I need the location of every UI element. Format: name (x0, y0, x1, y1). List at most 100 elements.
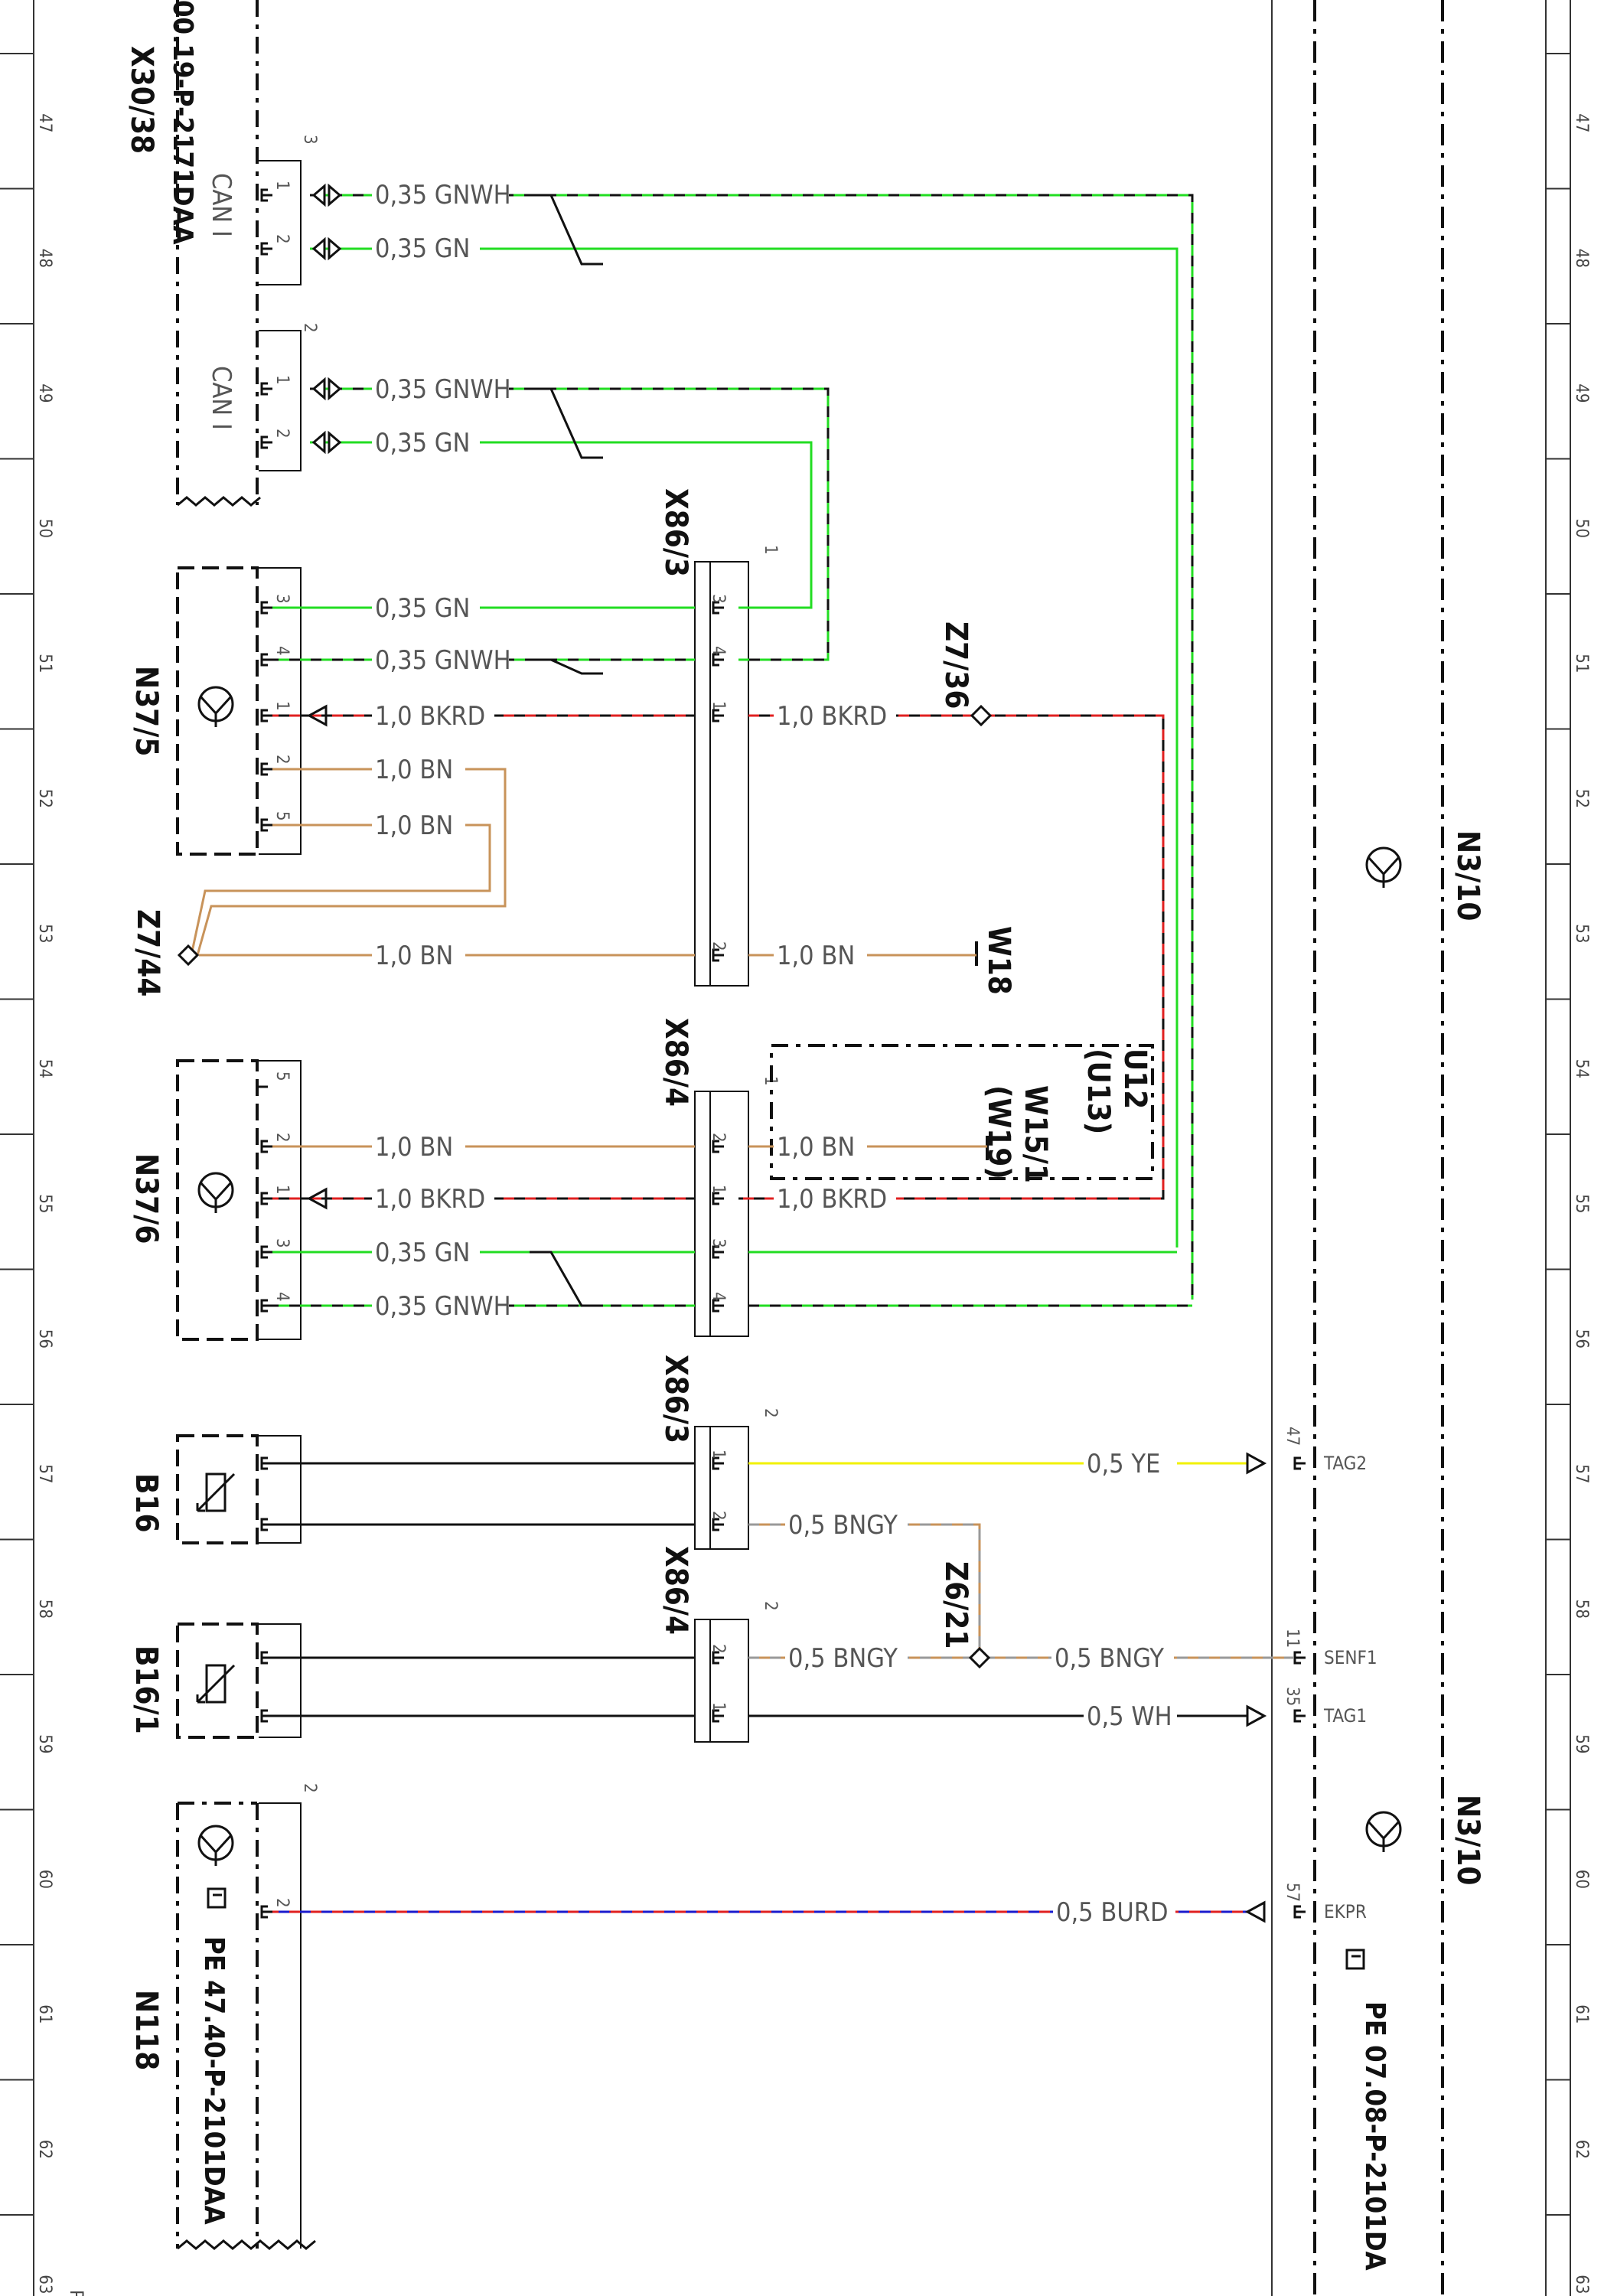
n118-group-number: 2 (300, 1783, 319, 1793)
grid-column-label: 60 (1572, 1870, 1591, 1889)
n37-6-symbol-icon (197, 1172, 234, 1215)
pin-marker (260, 435, 274, 449)
x30-38-group-2-bus: CAN I (206, 366, 236, 430)
grid-frame (33, 0, 1571, 2296)
output-arrow-icon (1246, 1452, 1267, 1475)
n37-5-block (176, 566, 302, 856)
wire-n37-5-bn-2 (190, 823, 491, 956)
grid-column-label: 47 (1572, 113, 1591, 132)
grid-column-label: 63 (1572, 2275, 1591, 2294)
bidirectional-arrow-icon (311, 183, 342, 207)
wire-label-can-a-high: 0,35 GNWH (375, 180, 511, 210)
pin-marker (1293, 1456, 1307, 1470)
wire-label-can-a-low: 0,35 GN (375, 233, 470, 264)
grid-column-label: 57 (35, 1464, 54, 1483)
grid-column-label: 58 (35, 1600, 54, 1619)
grid-column-label: 49 (1572, 383, 1591, 403)
grid-column-label: 47 (35, 113, 54, 132)
wire-label-bg (372, 1185, 494, 1214)
pin-marker (712, 1245, 725, 1259)
pin-label: 1 (709, 1702, 728, 1712)
grid-column-label: 59 (35, 1734, 54, 1753)
pin-marker (712, 709, 725, 722)
input-arrow-icon (306, 1187, 328, 1210)
n3-10-top-label: N3/10 (1450, 830, 1485, 921)
x86-4-group-2: 2 (761, 1601, 780, 1611)
pin-marker (1293, 1651, 1307, 1665)
n118-ref-label: PE 47.40-P-2101DAA (198, 1936, 230, 2225)
wire-label-bg (372, 702, 494, 731)
n118-block (176, 1802, 316, 2250)
wire-label-bg (372, 1238, 480, 1267)
pin-marker (260, 1709, 274, 1723)
grid-column-label: 56 (1572, 1329, 1591, 1349)
pin-label: 1 (709, 701, 728, 711)
wire-label-bg (1051, 1644, 1174, 1673)
grid-column-label: 50 (1572, 519, 1591, 538)
wire-label: 1,0 BN (375, 1132, 453, 1163)
wire-label: 1,0 BKRD (375, 1184, 485, 1215)
signal-label-ekpr: EKPR (1324, 1901, 1367, 1923)
b16-1-label: B16/1 (129, 1645, 164, 1734)
u12-alt-label: (U13) (1081, 1049, 1116, 1134)
pin-marker (260, 1245, 274, 1259)
wire-label-bg (372, 811, 465, 840)
wire-label: 0,35 GN (375, 593, 470, 624)
wire-can-a-low (310, 247, 1179, 1247)
pin-label: 2 (709, 941, 728, 951)
grid-column-label: 53 (35, 924, 54, 943)
wire-label-bg (1053, 1898, 1175, 1927)
x30-38-group-1-bus: CAN I (206, 173, 236, 237)
x86-3-connector-2 (694, 1426, 749, 1550)
grid-column-label: 62 (1572, 2140, 1591, 2159)
pin-label: 2 (709, 1133, 728, 1143)
output-arrow-icon (1246, 1704, 1267, 1727)
pin-marker (712, 1709, 725, 1723)
grid-column-label: 55 (35, 1194, 54, 1213)
z7-44-label: Z7/44 (130, 909, 165, 996)
pin-marker (260, 762, 274, 776)
wire-label-bg (774, 941, 867, 970)
pin-marker (712, 653, 725, 667)
x86-3-label-2: X86/3 (658, 1355, 693, 1443)
grid-column-label: 53 (1572, 924, 1591, 943)
pin-label: 2 (272, 429, 292, 439)
grid-column-label: 48 (35, 249, 54, 268)
signal-label-ekpr-bg (1321, 1895, 1385, 1924)
pin-label: 2 (709, 1644, 728, 1654)
n37-6-block (176, 1059, 302, 1341)
grid-column-label: 61 (35, 2004, 54, 2024)
grid-column-label: 58 (1572, 1600, 1591, 1619)
pin-label: 1 (272, 701, 292, 711)
pin-label: 2 (272, 1898, 292, 1908)
pin-label: 2 (709, 1511, 728, 1521)
wire-label-bg (372, 1292, 509, 1321)
hand-pointer-icon (207, 1887, 227, 1909)
n3-10-bottom-symbol-icon (1365, 1811, 1402, 1854)
u12-box (770, 1044, 1154, 1180)
wire-label: 1,0 BN (375, 810, 453, 841)
pin-marker (260, 1192, 274, 1205)
wire-label: 1,0 BN (777, 941, 855, 971)
wire-label-bg (372, 1133, 465, 1162)
pin-marker (712, 1192, 725, 1205)
n37-5-symbol-icon (197, 686, 234, 729)
pin-marker (260, 188, 274, 202)
twist-mark (530, 194, 603, 266)
wire-label-bg (1084, 1450, 1177, 1479)
pin-label: 11 (1283, 1629, 1302, 1648)
hand-pointer-icon (1345, 1949, 1365, 1970)
grid-column-label: 51 (1572, 654, 1591, 673)
pin-marker (1293, 1709, 1307, 1723)
pin-label: 35 (1283, 1687, 1302, 1706)
pin-label: 3 (709, 594, 728, 604)
grid-column-label: 57 (1572, 1464, 1591, 1483)
n3-10-ref-label: PE 07.08-P-2101DA (1359, 2001, 1390, 2271)
pin-marker (712, 1299, 725, 1313)
w19-label: (W19) (981, 1085, 1016, 1179)
pin-marker (712, 1456, 725, 1470)
wire-label-can-b-low: 0,35 GN (375, 428, 470, 458)
pin-marker (260, 1905, 274, 1919)
wire-label-can-b-high-bg (372, 375, 509, 404)
